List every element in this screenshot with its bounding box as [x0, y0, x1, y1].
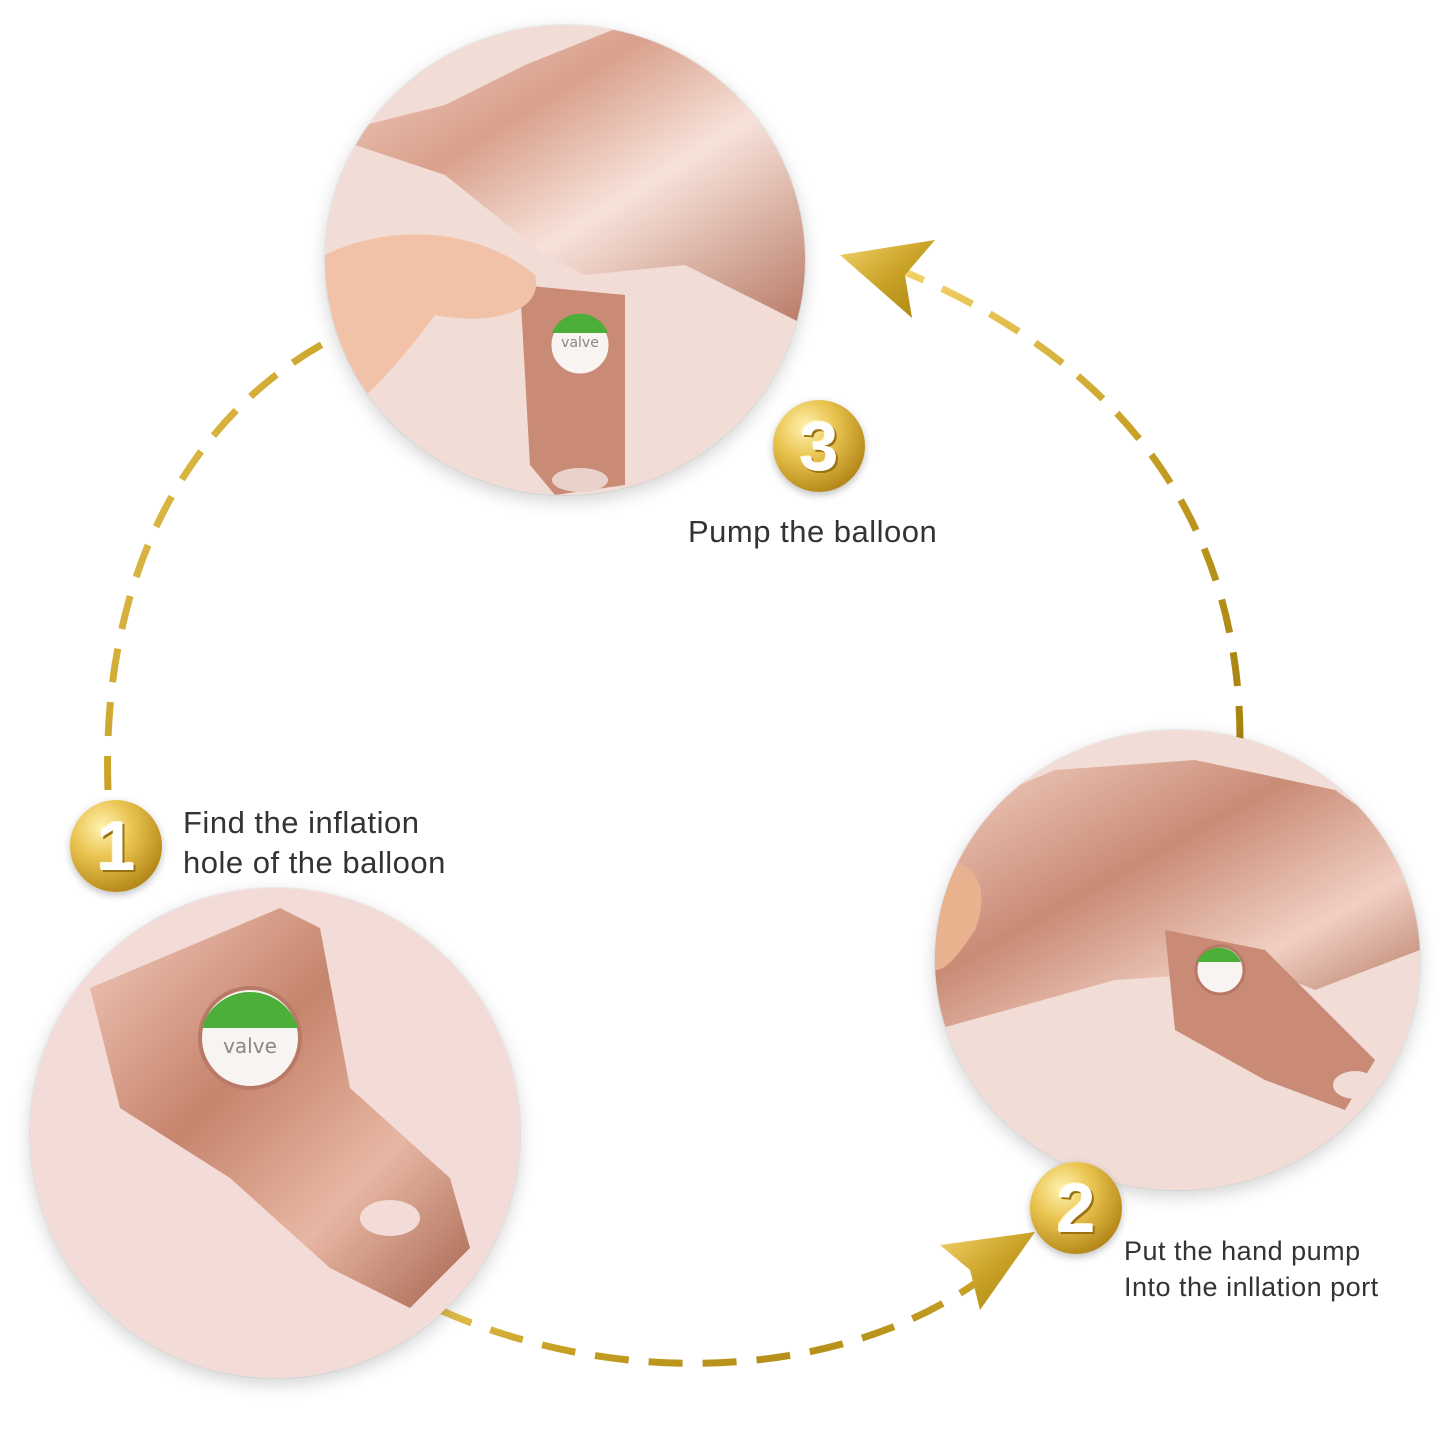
step-2-photo: [935, 730, 1420, 1190]
step-3-badge: 3: [773, 400, 865, 492]
step-3-number: 3: [799, 407, 839, 485]
step-1-valve-text: valve: [223, 1034, 277, 1058]
dashed-arc-left: [104, 326, 352, 791]
step-2-caption-line-2: Into the inllation port: [1124, 1272, 1379, 1302]
dashed-arc-right: [898, 266, 1244, 741]
step-3-valve-text: valve: [561, 335, 599, 351]
step-2-caption: Put the hand pump Into the inllation por…: [1124, 1233, 1379, 1305]
step-3-caption-line-1: Pump the balloon: [688, 514, 938, 549]
step-1-caption-line-2: hole of the balloon: [183, 845, 446, 880]
step-2-number: 2: [1056, 1169, 1096, 1247]
step-1-caption-line-1: Find the inflation: [183, 805, 420, 840]
dashed-arc-bottom: [438, 1277, 983, 1367]
step-2-badge: 2: [1030, 1162, 1122, 1254]
step-1-caption: Find the inflation hole of the balloon: [183, 803, 446, 883]
step-1-photo: valve: [30, 888, 520, 1378]
arrow-to-step-2-icon: [940, 1232, 1035, 1310]
step-2-caption-line-1: Put the hand pump: [1124, 1236, 1361, 1266]
step-3-caption: Pump the balloon: [688, 512, 937, 552]
step-3-photo: valve: [325, 25, 805, 495]
arrow-to-step-3-icon: [840, 240, 935, 318]
step-1-number: 1: [96, 807, 136, 885]
step-1-badge: 1: [70, 800, 162, 892]
